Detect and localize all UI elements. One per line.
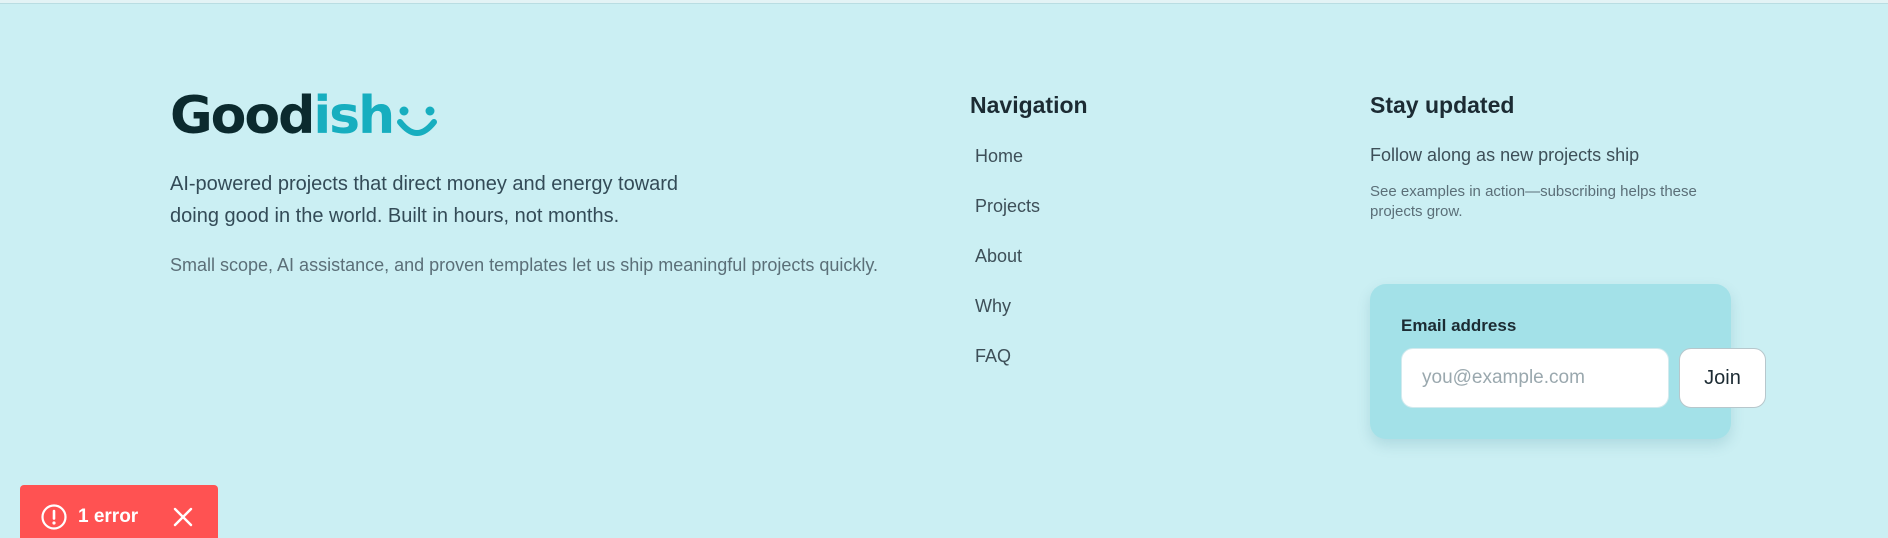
email-input[interactable] [1401, 348, 1669, 408]
brand-subline: Small scope, AI assistance, and proven t… [170, 255, 879, 275]
brand-tagline: AI-powered projects that direct money an… [170, 173, 679, 227]
error-count-text: 1 error [78, 505, 139, 527]
newsletter-note: See examples in action—subscribing helps… [1370, 183, 1697, 220]
nav-link-home[interactable]: Home [975, 146, 1024, 166]
nav-link-about[interactable]: About [975, 246, 1023, 266]
nav-item-home: Home [970, 144, 1230, 194]
logo-link[interactable]: Good ish [170, 84, 890, 144]
navigation-heading: Navigation [970, 92, 1088, 118]
nav-link-projects[interactable]: Projects [975, 196, 1041, 216]
newsletter-signup-form: Email address Join [1370, 284, 1766, 439]
smile-icon [395, 98, 439, 142]
navigation-list: Home Projects About Why FAQ [970, 144, 1230, 394]
alert-circle-icon [40, 503, 68, 531]
top-divider [0, 0, 1888, 4]
newsletter-column: Stay updated Follow along as new project… [1370, 90, 1810, 439]
nav-item-projects: Projects [970, 194, 1230, 244]
newsletter-heading: Stay updated [1370, 92, 1515, 118]
email-label: Email address [1401, 316, 1517, 335]
nav-item-why: Why [970, 294, 1230, 344]
close-icon[interactable] [172, 506, 194, 528]
logo-text-ish: ish [313, 86, 395, 146]
nav-item-faq: FAQ [970, 344, 1230, 394]
nav-item-about: About [970, 244, 1230, 294]
logo-text-good: Good [170, 86, 315, 146]
footer-navigation: Navigation Home Projects About Why FAQ [970, 90, 1230, 394]
join-button[interactable]: Join [1679, 348, 1766, 408]
nav-link-faq[interactable]: FAQ [975, 346, 1012, 366]
error-toast[interactable]: 1 error [20, 485, 218, 538]
newsletter-lead: Follow along as new projects ship [1370, 145, 1640, 165]
brand-column: Good ish AI-powered projects that direct… [170, 84, 890, 278]
nav-link-why[interactable]: Why [975, 296, 1011, 316]
site-footer: Good ish AI-powered projects that direct… [0, 4, 1888, 538]
